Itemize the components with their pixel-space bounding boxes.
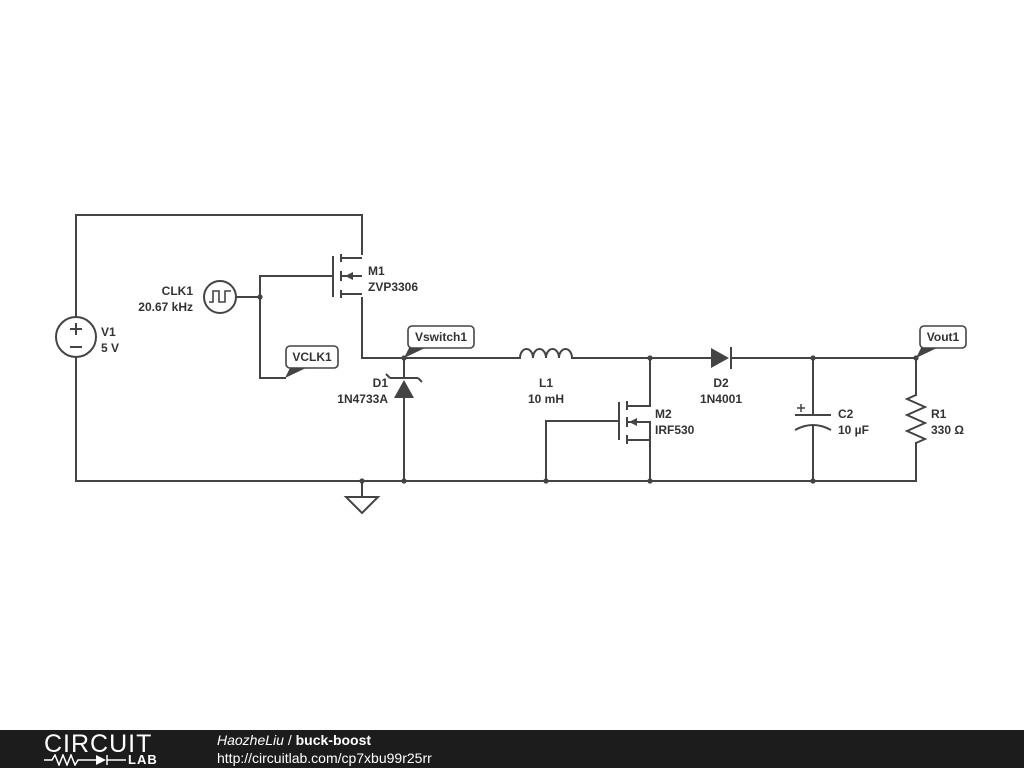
m2-value: IRF530 — [655, 423, 695, 437]
project-url[interactable]: http://circuitlab.com/cp7xbu99r25rr — [217, 750, 432, 766]
logo-word-lab: LAB — [128, 752, 158, 767]
resistor-r1[interactable]: R1 330 Ω — [904, 394, 964, 444]
diode-d2[interactable]: D2 1N4001 — [700, 347, 742, 406]
c2-name: C2 — [838, 407, 854, 421]
m1-name: M1 — [368, 264, 385, 278]
m1-value: ZVP3306 — [368, 280, 418, 294]
net-label-vout1[interactable]: Vout1 — [916, 325, 967, 358]
v1-value: 5 V — [101, 341, 119, 355]
junction-dots — [257, 294, 919, 484]
zener-diode-d1[interactable]: D1 1N4733A — [337, 373, 423, 406]
l1-value: 10 mH — [528, 392, 564, 406]
project-meta: HaozheLiu / buck-boost http://circuitlab… — [217, 731, 432, 767]
ground-symbol[interactable] — [343, 496, 381, 515]
vclk1-text: VCLK1 — [292, 350, 332, 364]
logo-resistor-diode-icon — [44, 754, 126, 766]
m2-name: M2 — [655, 407, 672, 421]
project-name-link[interactable]: buck-boost — [295, 732, 372, 748]
r1-value: 330 Ω — [931, 423, 964, 437]
logo-word-circuit: CIRCUIT — [44, 730, 153, 758]
capacitor-c2[interactable]: C2 10 µF — [794, 404, 869, 437]
clk1-value: 20.67 kHz — [138, 300, 193, 314]
inductor-l1[interactable]: L1 10 mH — [519, 348, 573, 406]
net-label-vswitch1[interactable]: Vswitch1 — [404, 325, 475, 358]
d1-value: 1N4733A — [337, 392, 388, 406]
mosfet-m1[interactable]: M1 ZVP3306 — [332, 254, 418, 298]
clock-source-clk1[interactable]: CLK1 20.67 kHz — [138, 280, 237, 314]
l1-name: L1 — [539, 376, 553, 390]
d2-name: D2 — [713, 376, 729, 390]
r1-name: R1 — [931, 407, 947, 421]
d1-name: D1 — [373, 376, 389, 390]
net-label-vclk1[interactable]: VCLK1 — [285, 345, 339, 378]
author-link[interactable]: HaozheLiu — [217, 732, 284, 748]
vout1-text: Vout1 — [927, 330, 960, 344]
footer-bar: CIRCUIT LAB HaozheLiu / buck-boost http:… — [0, 730, 1024, 768]
title-separator: / — [283, 732, 296, 748]
c2-value: 10 µF — [838, 423, 869, 437]
v1-name: V1 — [101, 325, 116, 339]
wires — [75, 214, 917, 498]
vswitch1-text: Vswitch1 — [415, 330, 467, 344]
mosfet-m2[interactable]: M2 IRF530 — [618, 401, 695, 444]
schematic-canvas: V1 5 V CLK1 20.67 kHz M1 ZVP3306 D1 1N47… — [55, 214, 967, 515]
project-title-line: HaozheLiu / buck-boost — [217, 731, 432, 749]
d2-value: 1N4001 — [700, 392, 742, 406]
circuitlab-logo[interactable]: CIRCUIT LAB — [44, 730, 174, 767]
clk1-name: CLK1 — [162, 284, 194, 298]
voltage-source-v1[interactable]: V1 5 V — [55, 316, 119, 358]
